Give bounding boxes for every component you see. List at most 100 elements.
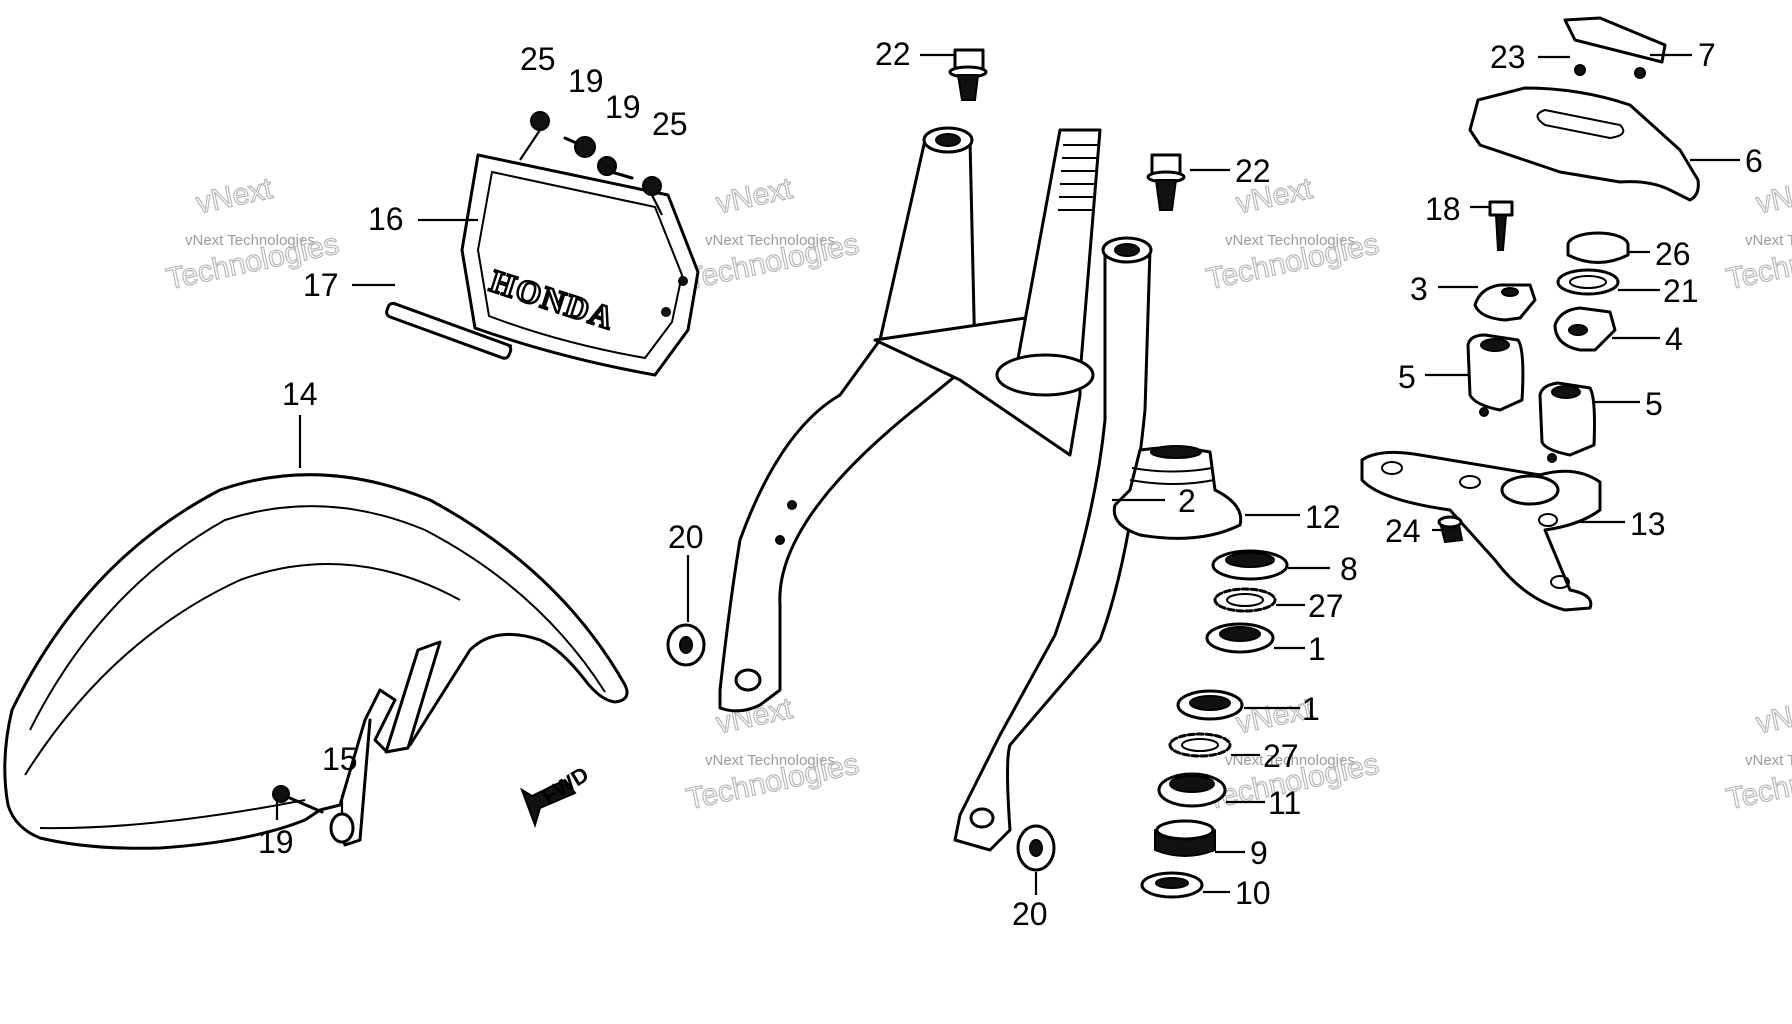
watermark-tile: vNext vNext Technologies Technologies xyxy=(683,691,862,816)
part-9-nut-top xyxy=(1155,819,1215,841)
part-4-clamp-hole xyxy=(1568,324,1588,336)
part-13-hole xyxy=(1459,475,1481,489)
part-7-emblem xyxy=(1563,16,1667,64)
callout-14: 14 xyxy=(282,376,318,412)
part-3-clamp-hole xyxy=(1501,287,1519,297)
part-5-holder-hole xyxy=(1480,338,1510,352)
fwd-label: FWD xyxy=(537,761,593,809)
stem-thread xyxy=(1058,144,1098,211)
callout-4: 4 xyxy=(1665,321,1683,357)
fender-rib xyxy=(24,563,461,776)
part-1-race-inner xyxy=(1219,626,1261,642)
fork-right-top-hole xyxy=(1114,243,1140,257)
part-5-holder-hole xyxy=(1551,385,1581,399)
callout-20: 20 xyxy=(1012,896,1048,932)
part-16-plate-inner xyxy=(476,170,684,360)
callout-1: 1 xyxy=(1308,631,1326,667)
part-22-bolt-shank xyxy=(956,74,980,101)
watermark-small: vNext Technologies xyxy=(185,232,315,249)
callout-15: 15 xyxy=(322,741,358,777)
part-7-pin xyxy=(1634,67,1646,79)
part-27-ball-ring xyxy=(1168,732,1232,758)
callout-27: 27 xyxy=(1308,588,1344,624)
callout-11: 11 xyxy=(1268,785,1301,821)
part-17-emblem-detail xyxy=(399,305,513,347)
part-18-bolt-shank xyxy=(1494,214,1508,251)
callout-19: 19 xyxy=(258,824,294,860)
callout-2: 2 xyxy=(1178,483,1196,519)
part-27-ball-ring-inner xyxy=(1226,593,1264,607)
part-27-ball-ring xyxy=(1213,587,1277,613)
callout-7: 7 xyxy=(1698,37,1716,73)
fork-left-axle-hole xyxy=(734,668,762,692)
part-6-cover-slot xyxy=(1536,108,1625,140)
callout-6: 6 xyxy=(1745,143,1763,179)
fork-hole xyxy=(787,500,797,510)
callout-12: 12 xyxy=(1305,499,1341,535)
callout-1: 1 xyxy=(1302,691,1320,727)
part-13-stem-hole xyxy=(1500,474,1560,506)
callout-22: 22 xyxy=(875,36,911,72)
callout-8: 8 xyxy=(1340,551,1358,587)
callout-23: 23 xyxy=(1490,39,1526,75)
callout-17: 17 xyxy=(303,267,339,303)
fender-rib xyxy=(39,799,306,830)
part-14-front-fender: FWD xyxy=(3,473,629,850)
part-21-washer-hole xyxy=(1569,275,1607,289)
callout-21: 21 xyxy=(1663,273,1699,309)
plate-screw-hole xyxy=(661,307,671,317)
callout-labels: 25 19 19 25 16 17 14 15 19 20 20 22 22 2… xyxy=(258,36,1763,932)
part-12-top-hole xyxy=(1150,445,1202,459)
part-13-hole xyxy=(1550,575,1570,589)
callout-5: 5 xyxy=(1645,386,1663,422)
part-15-washer xyxy=(329,812,355,844)
callout-22: 22 xyxy=(1235,153,1271,189)
fork-stem-base xyxy=(995,353,1095,397)
part-19-screw-head xyxy=(597,156,617,176)
part-16-front-plate xyxy=(460,153,700,377)
part-5-pin xyxy=(1479,407,1489,417)
watermark-tile: vNext vNext Technologies Technologies xyxy=(1723,691,1792,816)
callout-3: 3 xyxy=(1410,271,1428,307)
watermark-small: vNext Technologies xyxy=(705,232,835,249)
part-19-bolt xyxy=(281,793,324,814)
part-5-holder xyxy=(1538,381,1596,457)
steering-bearing-stack xyxy=(1112,445,1289,899)
part-12-ribs xyxy=(1129,467,1215,485)
watermark-small: vNext Technologies xyxy=(705,752,835,769)
part-8-race-inner xyxy=(1225,552,1275,568)
watermark-large-top: vNext xyxy=(193,172,276,220)
callout-10: 10 xyxy=(1235,875,1271,911)
part-21-washer xyxy=(1556,268,1620,296)
fender-stay xyxy=(384,640,442,754)
plate-screw-hole xyxy=(678,276,688,286)
callout-16: 16 xyxy=(368,201,404,237)
part-5-pin xyxy=(1547,453,1557,463)
part-plate-assembly: HONDA xyxy=(385,111,700,377)
fork-left-top-hole xyxy=(935,133,961,147)
watermark-small: vNext Technologies xyxy=(1225,232,1355,249)
callout-18: 18 xyxy=(1425,191,1461,227)
watermark-small: vNext Technologies xyxy=(1225,752,1355,769)
watermark-large-top: vNext xyxy=(1753,172,1792,220)
callout-9: 9 xyxy=(1250,835,1268,871)
callout-25: 25 xyxy=(652,106,688,142)
fender-outline xyxy=(3,473,629,850)
part-19-bolt-head xyxy=(272,785,290,803)
callout-25: 25 xyxy=(520,41,556,77)
callout-19: 19 xyxy=(568,63,604,99)
part-20-washer-hole xyxy=(679,636,693,654)
part-26-cap-body xyxy=(1566,243,1630,264)
part-22-bolt-shank xyxy=(1154,179,1178,211)
leader-lines xyxy=(275,53,1740,895)
fork-right-axle-hole xyxy=(969,807,995,829)
leader-line xyxy=(519,129,663,216)
fork-hole xyxy=(775,535,785,545)
callout-13: 13 xyxy=(1630,506,1666,542)
part-10-washer-hole xyxy=(1155,877,1189,889)
fork-stem xyxy=(1013,128,1102,377)
part-19-screw-head xyxy=(574,136,596,158)
part-25-nut xyxy=(530,111,550,131)
part-5-holder xyxy=(1466,333,1525,412)
